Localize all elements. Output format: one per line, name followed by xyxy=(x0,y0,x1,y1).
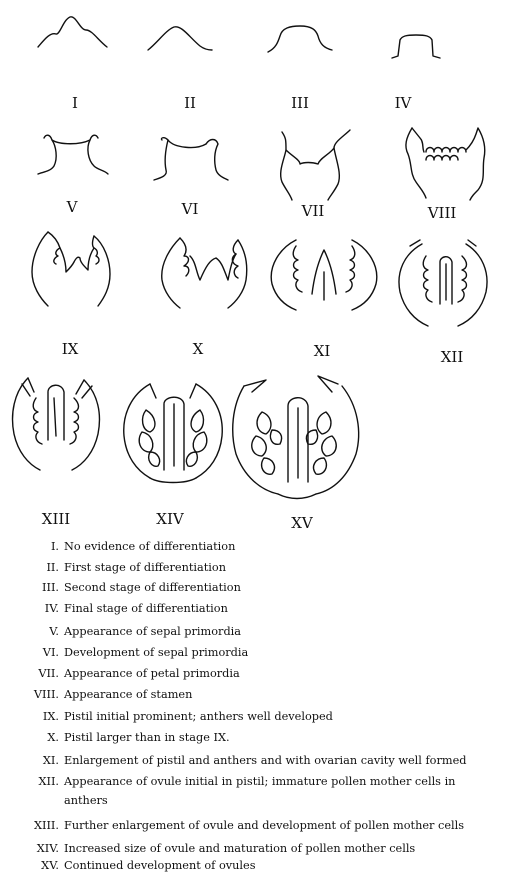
stage-x-drawing xyxy=(162,238,247,308)
legend-numeral: XIV. xyxy=(0,842,59,855)
legend-item: II. First stage of differentiation xyxy=(0,561,507,581)
stage-viii-drawing xyxy=(406,128,485,200)
legend-numeral: X. xyxy=(0,731,59,744)
legend-numeral: XII. xyxy=(0,775,59,788)
stage-x-numeral: X xyxy=(193,340,204,358)
legend-description: First stage of differentiation xyxy=(64,561,226,574)
legend-item-continuation: anthers xyxy=(0,794,507,814)
stage-i-drawing xyxy=(38,17,107,47)
legend-numeral: VI. xyxy=(0,646,59,659)
stage-xii-drawing xyxy=(399,240,487,326)
legend-numeral: XV. xyxy=(0,859,59,872)
stage-xiv-numeral: XIV xyxy=(156,510,185,528)
stage-vii-drawing xyxy=(281,130,350,200)
legend-description: Appearance of ovule initial in pistil; i… xyxy=(64,775,455,788)
stage-vii-numeral: VII xyxy=(301,202,325,220)
legend-numeral: II. xyxy=(0,561,59,574)
stage-xii-numeral: XII xyxy=(441,348,464,366)
stage-ii-numeral: II xyxy=(184,94,196,112)
stage-v-numeral: V xyxy=(66,198,79,216)
legend-item: XI. Enlargement of pistil and anthers and… xyxy=(0,754,507,774)
stage-xiii-numeral: XIII xyxy=(42,510,71,528)
legend-item: XII. Appearance of ovule initial in pisti… xyxy=(0,775,507,795)
legend-description: Final stage of differentiation xyxy=(64,602,228,615)
stage-xv-drawing xyxy=(233,376,359,499)
legend-description: Pistil larger than in stage IX. xyxy=(64,731,230,744)
stage-viii-numeral: VIII xyxy=(427,204,457,222)
legend-description: Continued development of ovules xyxy=(64,859,256,872)
legend-numeral: III. xyxy=(0,581,59,594)
stage-iii-drawing xyxy=(268,26,332,52)
legend-numeral: I. xyxy=(0,540,59,553)
legend-item: VIII. Appearance of stamen xyxy=(0,688,507,708)
legend-numeral: XIII. xyxy=(0,819,59,832)
legend-numeral: VII. xyxy=(0,667,59,680)
legend-numeral: XI. xyxy=(0,754,59,767)
legend-item: IX. Pistil initial prominent; anthers wel… xyxy=(0,710,507,730)
legend-description: Second stage of differentiation xyxy=(64,581,241,594)
legend-numeral: VIII. xyxy=(0,688,59,701)
legend-item: III. Second stage of differentiation xyxy=(0,581,507,601)
legend-item: VI. Development of sepal primordia xyxy=(0,646,507,666)
legend-description: Development of sepal primordia xyxy=(64,646,248,659)
stage-iv-numeral: IV xyxy=(395,94,413,112)
legend-description: Pistil initial prominent; anthers well d… xyxy=(64,710,333,723)
stage-iv-drawing xyxy=(392,35,440,58)
floral-development-diagram: I II III IV V VI VII VIII xyxy=(0,0,507,540)
legend-description: Appearance of petal primordia xyxy=(64,667,240,680)
stage-i-numeral: I xyxy=(72,94,78,112)
legend-item: XIII. Further enlargement of ovule and de… xyxy=(0,819,507,839)
stage-xiii-drawing xyxy=(13,378,100,470)
legend-description: Appearance of sepal primordia xyxy=(64,625,241,638)
stage-xi-drawing xyxy=(271,240,377,310)
legend-item: X. Pistil larger than in stage IX. xyxy=(0,731,507,751)
legend-item: V. Appearance of sepal primordia xyxy=(0,625,507,645)
legend-numeral: V. xyxy=(0,625,59,638)
stage-vi-numeral: VI xyxy=(181,200,199,218)
stage-v-drawing xyxy=(38,135,108,174)
stage-iii-numeral: III xyxy=(291,94,309,112)
legend-description: Further enlargement of ovule and develop… xyxy=(64,819,464,832)
legend-description-continuation: anthers xyxy=(64,794,108,807)
legend-item: IV. Final stage of differentiation xyxy=(0,602,507,622)
stage-ix-drawing xyxy=(32,232,110,306)
legend-description: Increased size of ovule and maturation o… xyxy=(64,842,415,855)
legend-description: Appearance of stamen xyxy=(64,688,192,701)
legend-description: No evidence of differentiation xyxy=(64,540,235,553)
legend-item: XV. Continued development of ovules xyxy=(0,859,507,879)
legend-numeral: IX. xyxy=(0,710,59,723)
legend-numeral: IV. xyxy=(0,602,59,615)
legend-description: Enlargement of pistil and anthers and wi… xyxy=(64,754,467,767)
stage-xiv-drawing xyxy=(124,384,223,483)
stage-ii-drawing xyxy=(148,27,212,50)
stage-xi-numeral: XI xyxy=(314,342,331,360)
legend-item: VII. Appearance of petal primordia xyxy=(0,667,507,687)
stage-vi-drawing xyxy=(154,138,228,180)
stage-ix-numeral: IX xyxy=(62,340,79,358)
stage-xv-numeral: XV xyxy=(291,514,314,532)
legend-item: I. No evidence of differentiation xyxy=(0,540,507,560)
